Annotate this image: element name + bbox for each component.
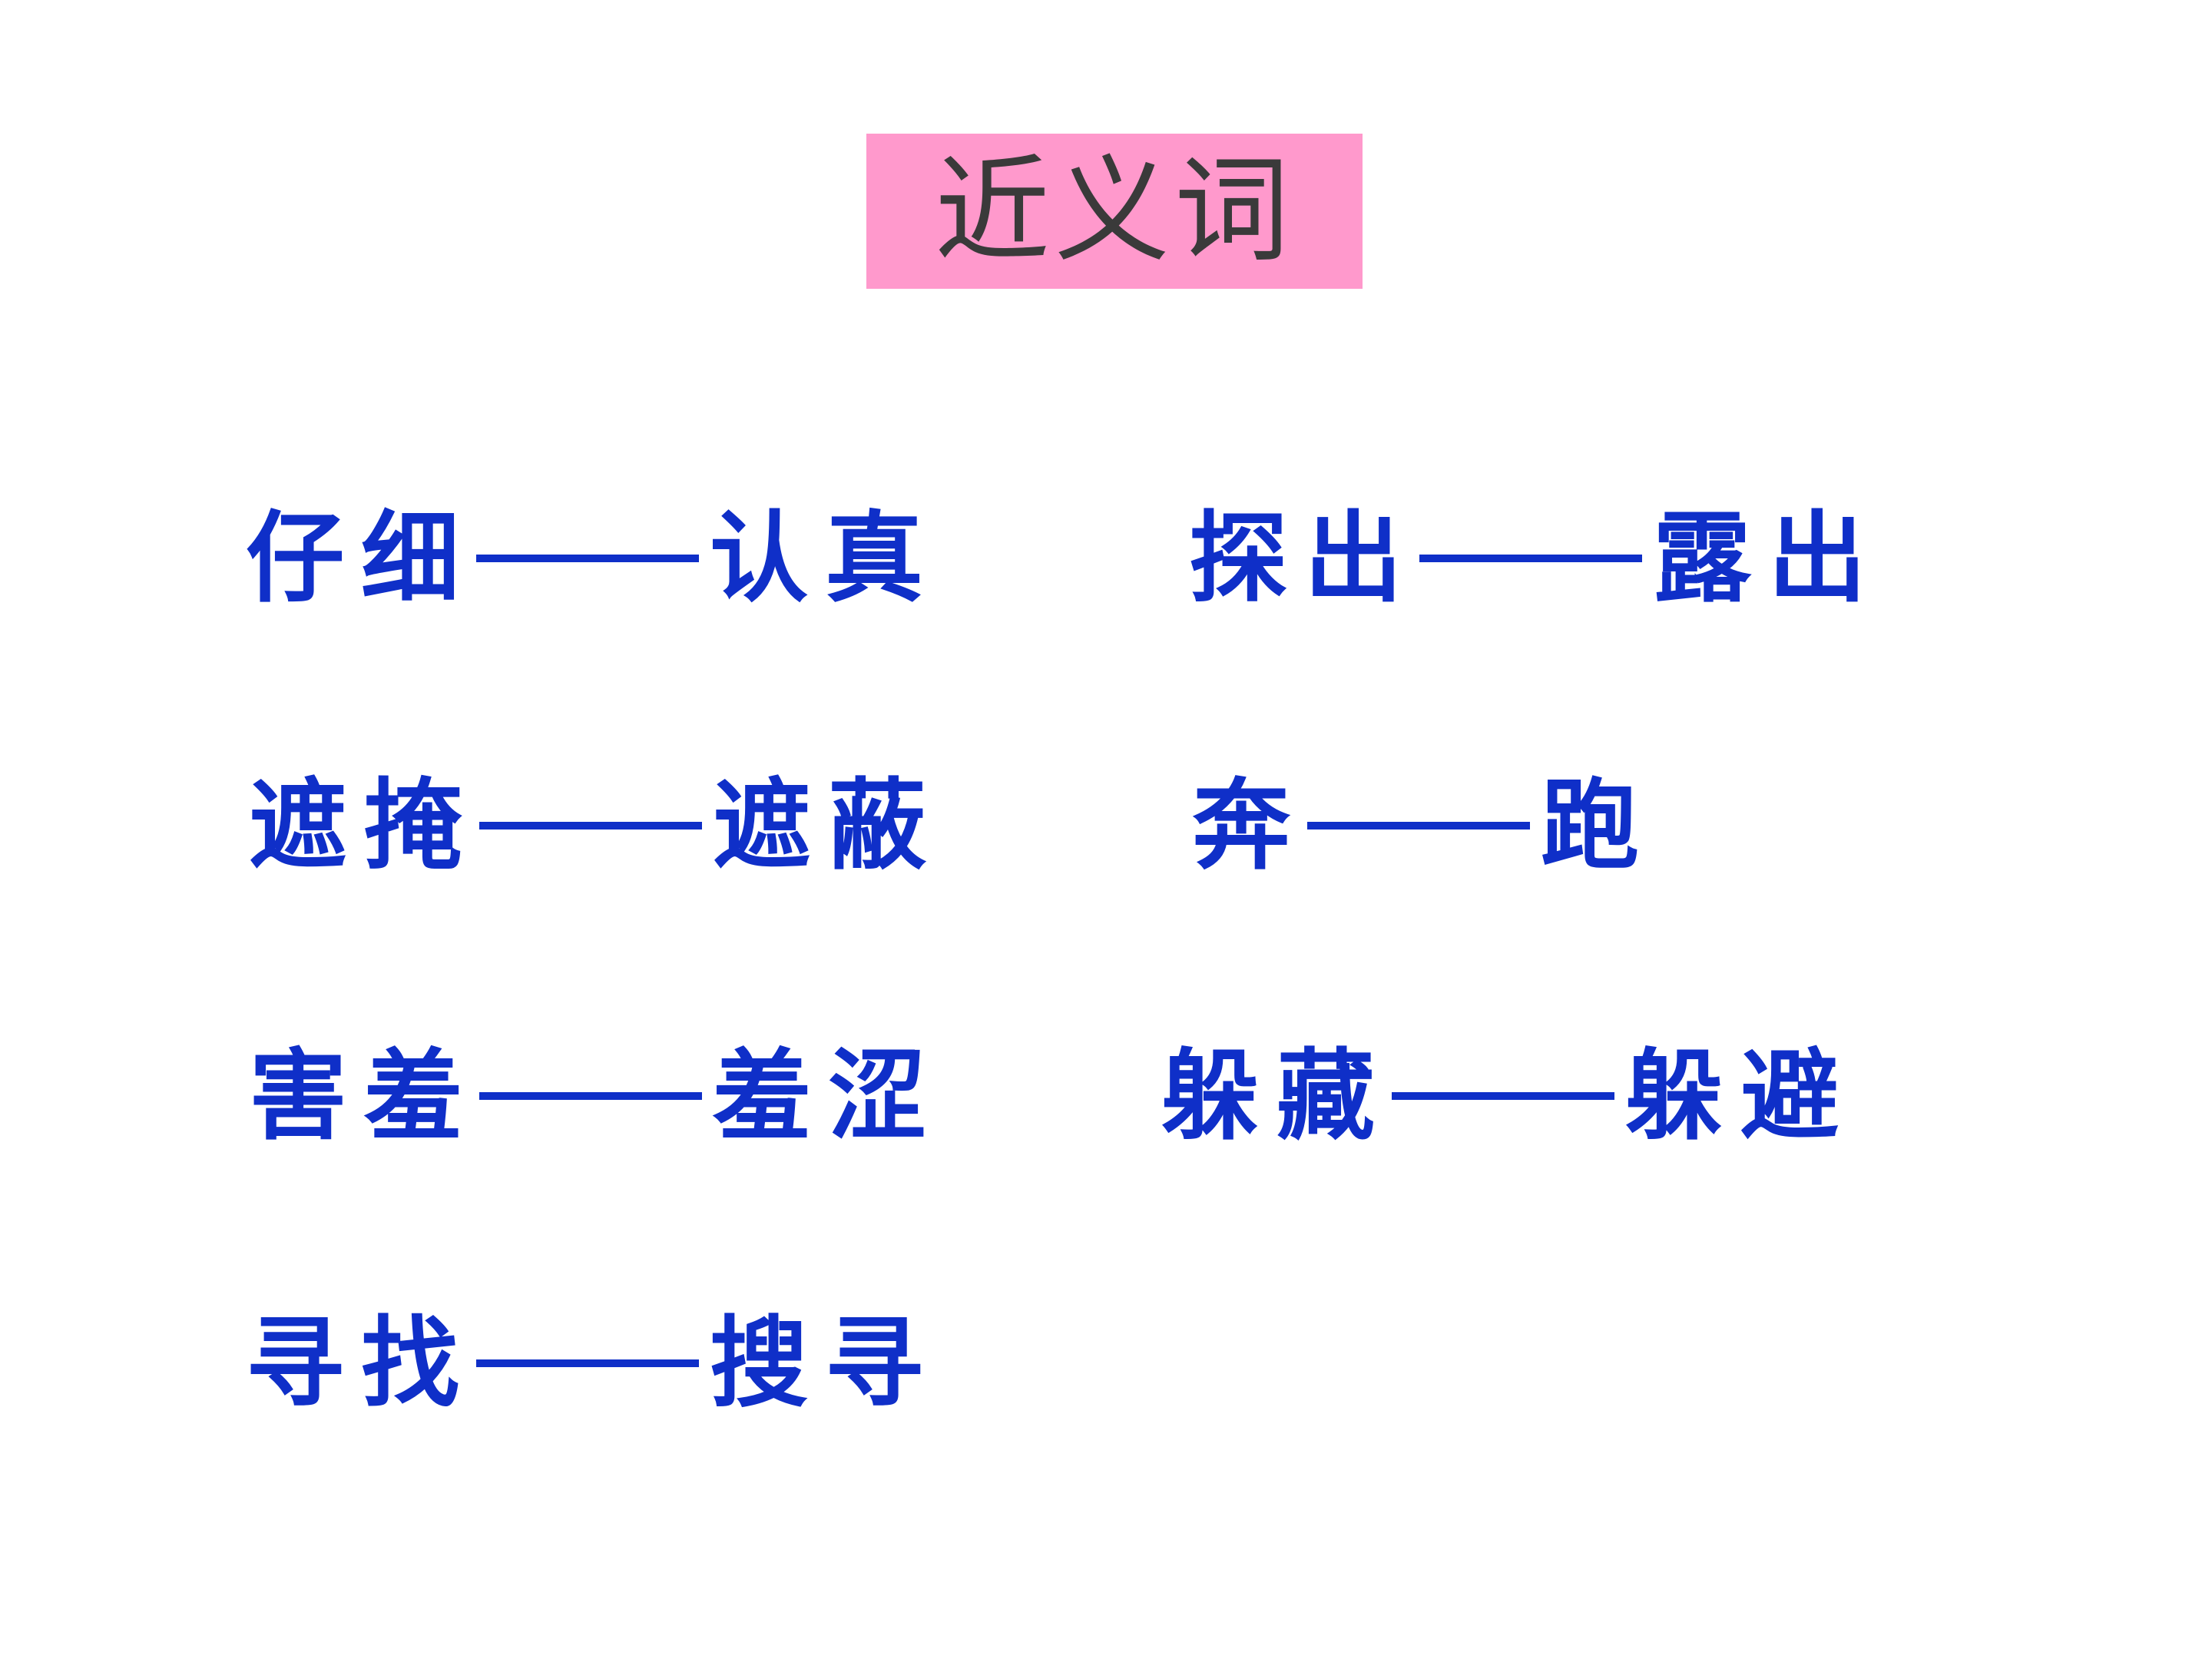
synonym-left-word: 仔细 [246, 501, 477, 616]
synonym-pair: 探出 露出 [1189, 501, 1883, 616]
synonym-left-word: 害羞 [249, 1038, 480, 1154]
synonym-left-word: 奔 [1192, 768, 1308, 883]
synonym-left-word: 寻找 [246, 1306, 477, 1421]
em-dash-connector [479, 822, 703, 830]
em-dash-connector [476, 1359, 700, 1367]
synonym-right-word: 跑 [1541, 768, 1657, 883]
synonym-pair: 寻找 搜寻 [246, 1306, 940, 1421]
synonym-left-word: 躲藏 [1161, 1038, 1392, 1154]
title-banner: 近义词 [866, 134, 1363, 289]
synonym-pair: 遮掩 遮蔽 [249, 768, 943, 883]
synonym-pair: 躲藏 躲避 [1161, 1038, 1856, 1154]
em-dash-connector [1419, 555, 1643, 562]
synonym-right-word: 躲避 [1625, 1038, 1856, 1154]
synonym-pair: 奔 跑 [1192, 768, 1656, 883]
synonym-pair: 仔细 认真 [246, 501, 940, 616]
em-dash-connector [1392, 1092, 1615, 1100]
em-dash-connector [1307, 822, 1531, 830]
synonym-right-word: 遮蔽 [713, 768, 944, 883]
page-title: 近义词 [934, 144, 1294, 278]
synonym-left-word: 探出 [1189, 501, 1420, 616]
synonym-right-word: 认真 [710, 501, 941, 616]
synonym-pair: 害羞 羞涩 [249, 1038, 943, 1154]
em-dash-connector [476, 555, 700, 562]
synonym-right-word: 搜寻 [710, 1306, 941, 1421]
synonym-right-word: 露出 [1653, 501, 1884, 616]
synonym-right-word: 羞涩 [713, 1038, 944, 1154]
em-dash-connector [479, 1092, 703, 1100]
synonym-left-word: 遮掩 [249, 768, 480, 883]
